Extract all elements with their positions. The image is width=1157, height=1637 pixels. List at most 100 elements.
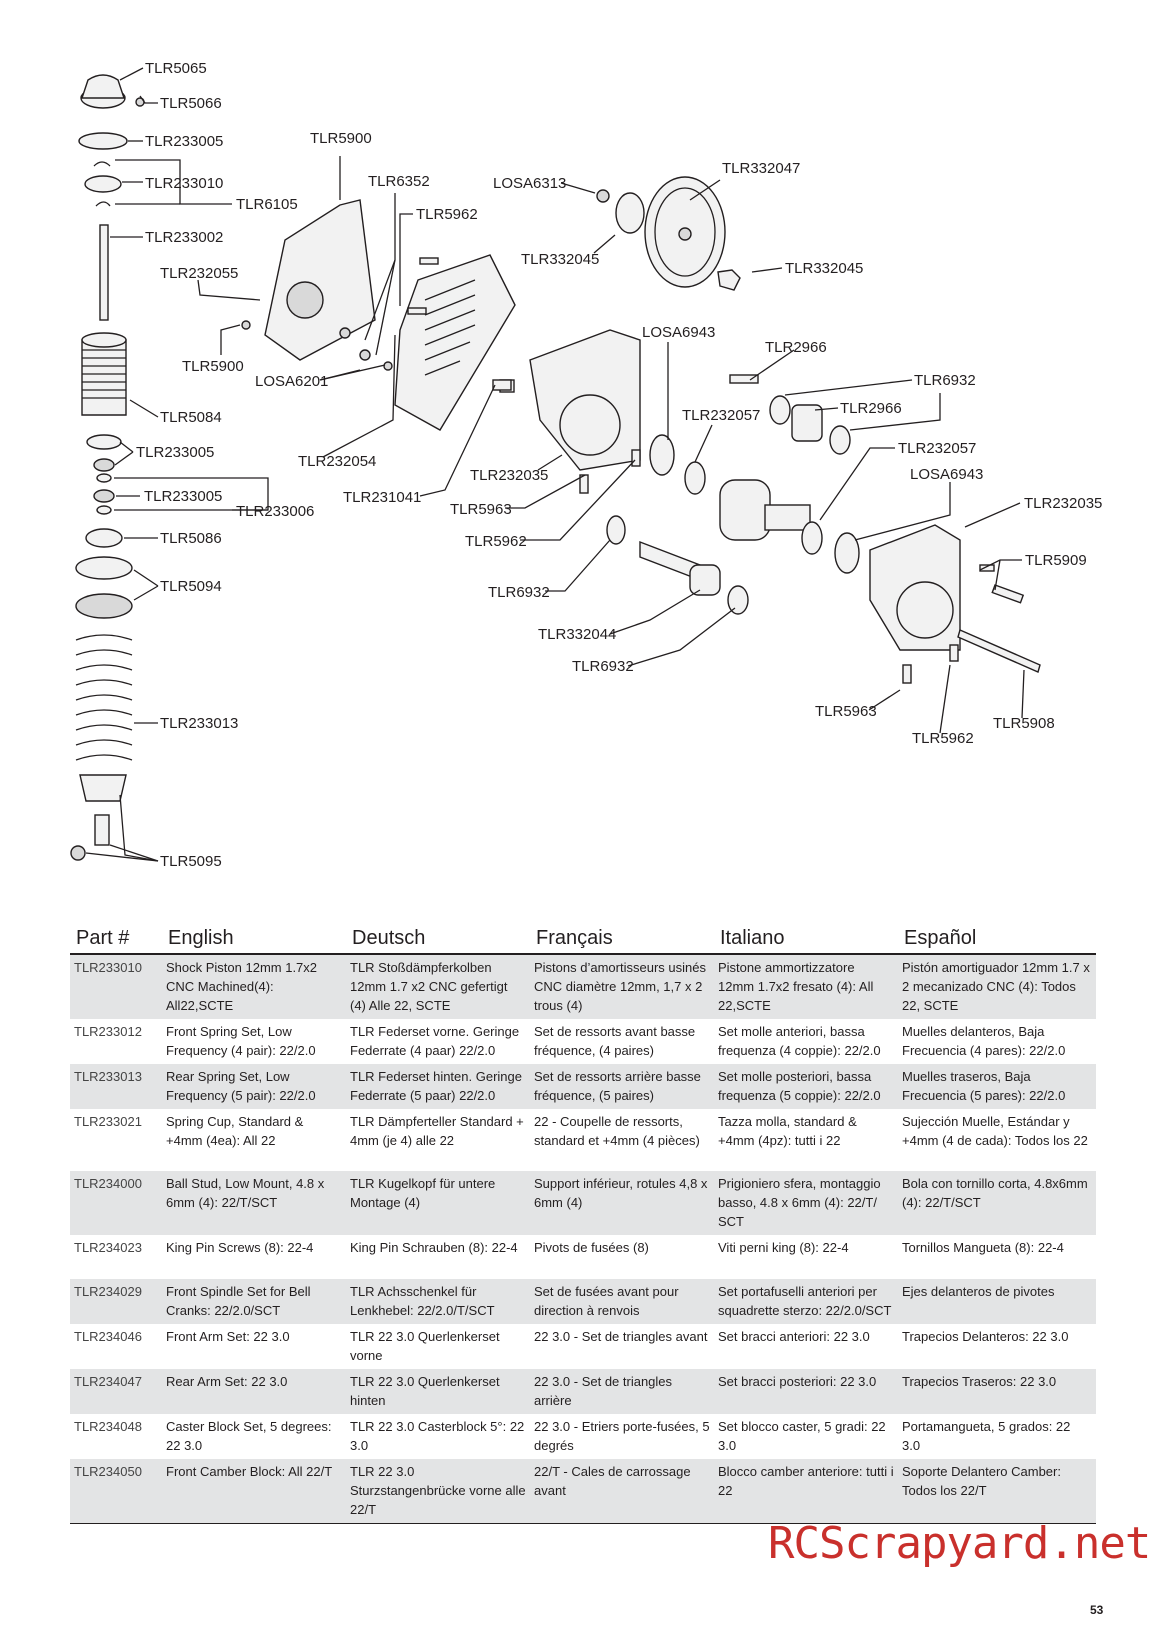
part-number-cell: TLR233010: [70, 954, 162, 1019]
description-cell: Muelles traseros, Baja Frecuencia (5 par…: [898, 1064, 1096, 1109]
description-cell: Caster Block Set, 5 degrees: 22 3.0: [166, 1419, 332, 1453]
callout-label: TLR5908: [993, 715, 1055, 732]
callout-label: TLR5094: [160, 578, 222, 595]
page-number: 53: [1090, 1603, 1104, 1617]
description-cell: Set de ressorts avant basse fréquence, (…: [534, 1024, 696, 1058]
description-cell: Support inférieur, rotules 4,8 x 6mm (4): [530, 1171, 714, 1235]
description-cell: Front Spring Set, Low Frequency (4 pair)…: [166, 1024, 316, 1058]
callout-label: TLR6932: [488, 584, 550, 601]
callout-label: TLR332045: [521, 251, 599, 268]
callout-label: LOSA6943: [642, 324, 715, 341]
column-header: Español: [898, 925, 1096, 955]
part-number-cell: TLR234046: [74, 1329, 142, 1344]
callout-label: TLR5962: [416, 206, 478, 223]
callout-labels: TLR5065 TLR5066 TLR233005 TLR233010 TLR6…: [136, 60, 1102, 870]
description-cell: Rear Spring Set, Low Frequency (5 pair):…: [162, 1064, 346, 1109]
description-cell: Viti perni king (8): 22-4: [718, 1240, 849, 1255]
part-number-cell: TLR234048: [74, 1419, 142, 1434]
description-cell: 22 3.0 - Set de triangles arrière: [530, 1369, 714, 1414]
description-cell: Front Arm Set: 22 3.0: [166, 1329, 290, 1344]
callout-label: TLR232055: [160, 265, 238, 282]
callout-label: TLR233005: [144, 488, 222, 505]
callout-label: TLR233005: [145, 133, 223, 150]
description-cell: Pistón amortiguador 12mm 1.7 x 2 mecaniz…: [898, 954, 1096, 1019]
description-cell: Pistone ammortizzatore 12mm 1.7x2 fresat…: [714, 954, 898, 1019]
description-cell: Trapecios Traseros: 22 3.0: [898, 1369, 1096, 1414]
description-cell: TLR Dämpferteller Standard + 4mm (je 4) …: [350, 1114, 524, 1148]
callout-label: TLR5066: [160, 95, 222, 112]
table-row: TLR234048 Caster Block Set, 5 degrees: 22…: [70, 1414, 1096, 1459]
column-header: Français: [530, 925, 714, 955]
description-cell: TLR 22 3.0 Querlenkerset vorne: [350, 1329, 500, 1363]
description-cell: Set de fusées avant pour direction à ren…: [530, 1279, 714, 1324]
description-cell: TLR 22 3.0 Sturzstangenbrücke vorne alle…: [346, 1459, 530, 1524]
table-header-row: Part # English Deutsch Français Italiano…: [70, 925, 1096, 955]
callout-label: TLR5065: [145, 60, 207, 77]
callout-label: TLR6932: [914, 372, 976, 389]
description-cell: 22 3.0 - Set de triangles avant: [534, 1329, 708, 1344]
part-number-cell: TLR234000: [70, 1171, 162, 1235]
description-cell: TLR 22 3.0 Querlenkerset hinten: [346, 1369, 530, 1414]
description-cell: Tazza molla, standard & +4mm (4pz): tutt…: [718, 1114, 857, 1148]
callout-label: TLR5900: [310, 130, 372, 147]
callout-label: LOSA6313: [493, 175, 566, 192]
description-cell: Sujección Muelle, Estándar y +4mm (4 de …: [902, 1114, 1088, 1148]
callout-label: TLR332045: [785, 260, 863, 277]
callout-label: TLR332044: [538, 626, 616, 643]
description-cell: Spring Cup, Standard & +4mm (4ea): All 2…: [166, 1114, 304, 1148]
description-cell: Ejes delanteros de pivotes: [898, 1279, 1096, 1324]
description-cell: TLR Kugelkopf für untere Montage (4): [346, 1171, 530, 1235]
watermark: RCScrapyard.net: [768, 1518, 1151, 1569]
callout-label: TLR232054: [298, 453, 376, 470]
exploded-parts-diagram: TLR5065 TLR5066 TLR233005 TLR233010 TLR6…: [70, 60, 1102, 870]
table-row: TLR234046 Front Arm Set: 22 3.0 TLR 22 3.0…: [70, 1324, 1096, 1369]
callout-label: TLR232057: [898, 440, 976, 457]
callout-label: TLR5900: [182, 358, 244, 375]
callout-label: TLR5909: [1025, 552, 1087, 569]
description-cell: Trapecios Delanteros: 22 3.0: [902, 1329, 1069, 1344]
description-cell: TLR Federset hinten. Geringe Federrate (…: [346, 1064, 530, 1109]
callout-label: TLR2966: [840, 400, 902, 417]
description-cell: TLR Federset vorne. Geringe Federrate (4…: [350, 1024, 520, 1058]
callout-label: TLR232057: [682, 407, 760, 424]
callout-label: TLR5963: [815, 703, 877, 720]
description-cell: King Pin Schrauben (8): 22-4: [350, 1240, 518, 1255]
callout-label: TLR233005: [136, 444, 214, 461]
callout-label: TLR6105: [236, 196, 298, 213]
callout-label: TLR232035: [1024, 495, 1102, 512]
description-cell: Ball Stud, Low Mount, 4.8 x 6mm (4): 22/…: [162, 1171, 346, 1235]
part-number-cell: TLR234047: [70, 1369, 162, 1414]
description-cell: Set molle anteriori, bassa frequenza (4 …: [718, 1024, 881, 1058]
callout-label: LOSA6943: [910, 466, 983, 483]
description-cell: Prigioniero sfera, montaggio basso, 4.8 …: [714, 1171, 898, 1235]
column-header: Deutsch: [346, 925, 530, 955]
description-cell: Set molle posteriori, bassa frequenza (5…: [714, 1064, 898, 1109]
description-cell: TLR Achsschenkel für Lenkhebel: 22/2.0/T…: [346, 1279, 530, 1324]
gear-cover-drawing: [241, 199, 516, 431]
spur-gear-drawing: [596, 176, 741, 291]
description-cell: Set bracci anteriori: 22 3.0: [718, 1329, 870, 1344]
column-header: Part #: [70, 925, 162, 955]
callout-label: TLR6932: [572, 658, 634, 675]
description-cell: Front Spindle Set for Bell Cranks: 22/2.…: [162, 1279, 346, 1324]
callout-label: TLR5962: [465, 533, 527, 550]
callout-label: TLR5086: [160, 530, 222, 547]
description-cell: 22 3.0 - Etriers porte-fusées, 5 degrés: [534, 1419, 710, 1453]
callout-label: TLR5962: [912, 730, 974, 747]
description-cell: 22/T - Cales de carrossage avant: [530, 1459, 714, 1524]
column-header: English: [162, 925, 346, 955]
callout-label: TLR5095: [160, 853, 222, 870]
description-cell: Portamangueta, 5 grados: 22 3.0: [902, 1419, 1071, 1453]
callout-label: TLR6352: [368, 173, 430, 190]
callout-label: TLR5084: [160, 409, 222, 426]
description-cell: Rear Arm Set: 22 3.0: [162, 1369, 346, 1414]
column-header: Italiano: [714, 925, 898, 955]
